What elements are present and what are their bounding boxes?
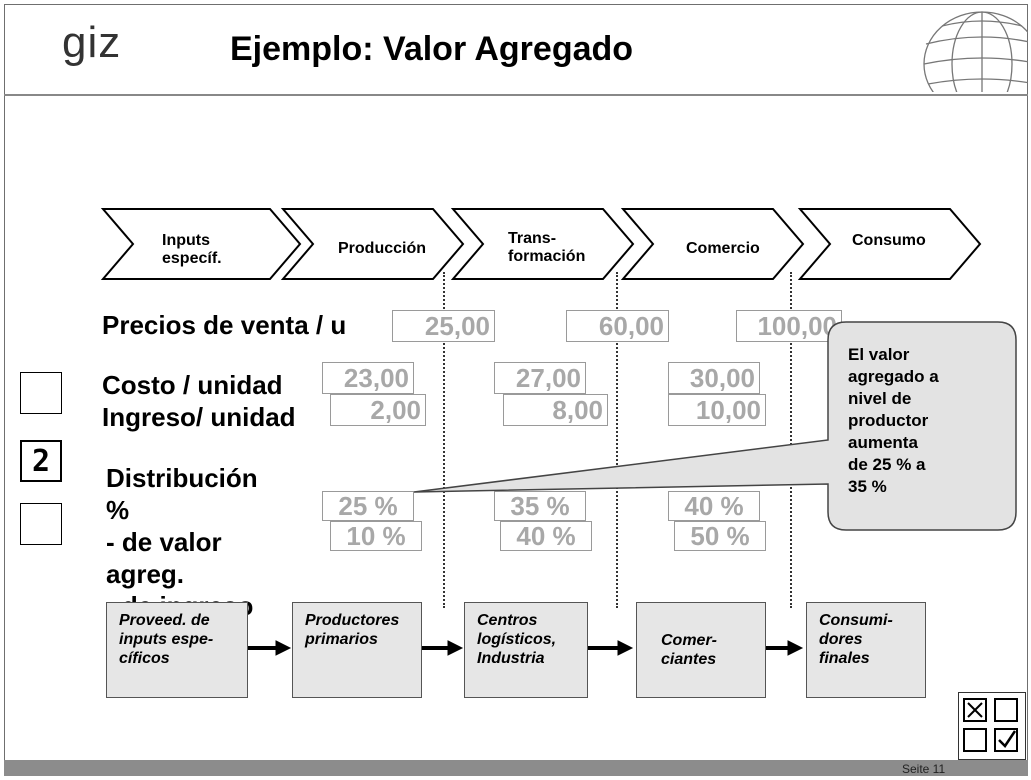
chevron-label-inputs: Inputs específ. <box>162 232 222 267</box>
ingreso-pct: 40 % <box>500 521 592 551</box>
separator-line <box>616 272 618 608</box>
chevron-inputs <box>100 208 302 280</box>
valor-pct: 40 % <box>668 491 760 521</box>
chevron-label-consumo: Consumo <box>852 232 926 249</box>
header-rule <box>4 94 1028 96</box>
row-label-costo: Costo / unidad <box>102 370 283 400</box>
costo-value: 23,00 <box>322 362 414 394</box>
actor-box: Consumi- dores finales <box>806 602 926 698</box>
chevron-label-produccion: Producción <box>338 240 427 257</box>
precio-value: 25,00 <box>392 310 495 342</box>
checkbox-icon <box>958 692 1026 760</box>
giz-logo: giz <box>62 18 122 67</box>
checkbox-step-2[interactable]: 2 <box>20 440 62 482</box>
actor-box: Comer- ciantes <box>636 602 766 698</box>
costo-value: 27,00 <box>494 362 586 394</box>
chevron-consumo <box>797 208 982 280</box>
ingreso-value: 2,00 <box>330 394 426 426</box>
slide-title: Ejemplo: Valor Agregado <box>230 30 634 68</box>
chevron-label-comercio: Comercio <box>686 240 760 257</box>
ingreso-value: 10,00 <box>668 394 766 426</box>
row-label-precios: Precios de venta / u <box>102 310 347 340</box>
separator-line <box>443 272 445 608</box>
precio-value: 100,00 <box>736 310 842 342</box>
checkbox[interactable] <box>20 503 62 545</box>
actor-box: Proveed. de inputs espe- cíficos <box>106 602 248 698</box>
checkbox[interactable] <box>20 372 62 414</box>
valor-pct: 25 % <box>322 491 414 521</box>
precio-value: 60,00 <box>566 310 669 342</box>
valor-pct: 35 % <box>494 491 586 521</box>
chevron-produccion <box>280 208 465 280</box>
footer-bar <box>4 760 1028 776</box>
value-chain-chevrons <box>100 208 982 280</box>
chevron-transformacion <box>450 208 635 280</box>
actor-box: Centros logísticos, Industria <box>464 602 588 698</box>
actor-box: Productores primarios <box>292 602 422 698</box>
row-label-ingreso: Ingreso/ unidad <box>102 402 296 432</box>
chevron-label-transformacion: Trans- formación <box>508 230 586 265</box>
globe-icon <box>923 11 1028 92</box>
ingreso-pct: 10 % <box>330 521 422 551</box>
page-number: Seite 11 <box>902 762 946 776</box>
chevron-comercio <box>620 208 805 280</box>
ingreso-value: 8,00 <box>503 394 608 426</box>
costo-value: 30,00 <box>668 362 760 394</box>
separator-line <box>790 272 792 608</box>
ingreso-pct: 50 % <box>674 521 766 551</box>
callout-text: El valor agregado a nivel de productor a… <box>848 345 939 496</box>
